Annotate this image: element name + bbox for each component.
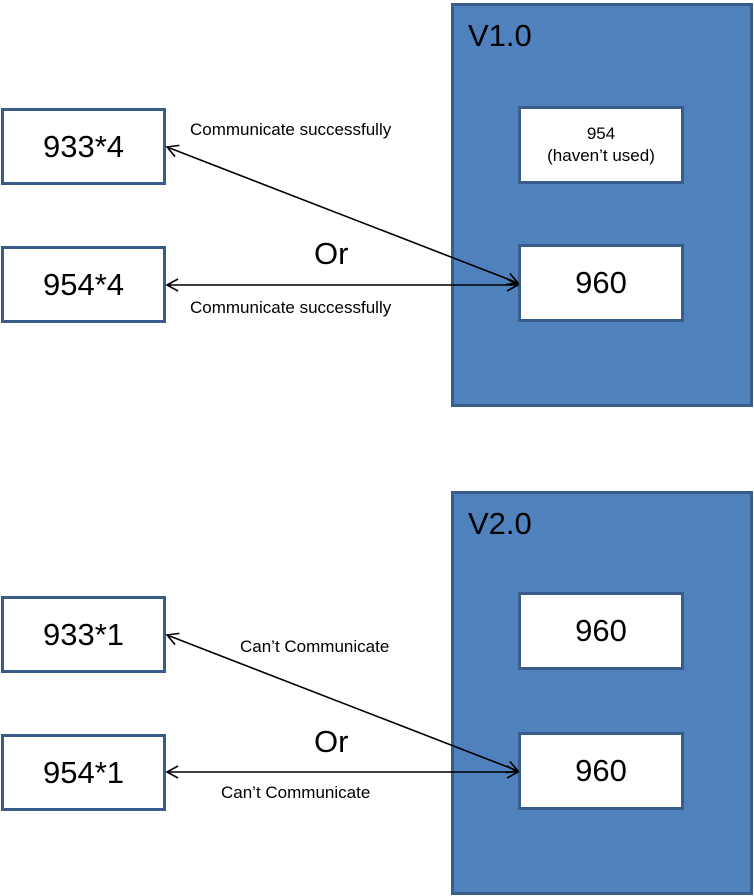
- box-954x1: 954*1: [1, 734, 166, 811]
- arrow-933x1-to-960: [165, 632, 520, 774]
- panel-v1-title: V1.0: [468, 18, 532, 53]
- box-933x1: 933*1: [1, 596, 166, 673]
- label-954x1-link: Can’t Communicate: [221, 783, 371, 802]
- box-954x4: 954*4: [1, 246, 166, 323]
- label-933x4-link: Communicate successfully: [190, 120, 392, 139]
- chip-960-v2-upper: 960: [518, 592, 684, 670]
- chip-954-number: 954: [586, 124, 616, 143]
- box-933x4: 933*4: [1, 108, 166, 185]
- chip-960-v1: 960: [518, 244, 684, 322]
- label-954x4-link: Communicate successfully: [190, 298, 392, 317]
- arrow-933x4-to-960: [165, 144, 520, 286]
- chip-954-unused: 954 (haven’t used): [518, 106, 684, 184]
- panel-v2-title: V2.0: [468, 506, 532, 541]
- chip-954-note: (haven’t used): [547, 146, 655, 165]
- chip-960-v2-lower: 960: [518, 732, 684, 810]
